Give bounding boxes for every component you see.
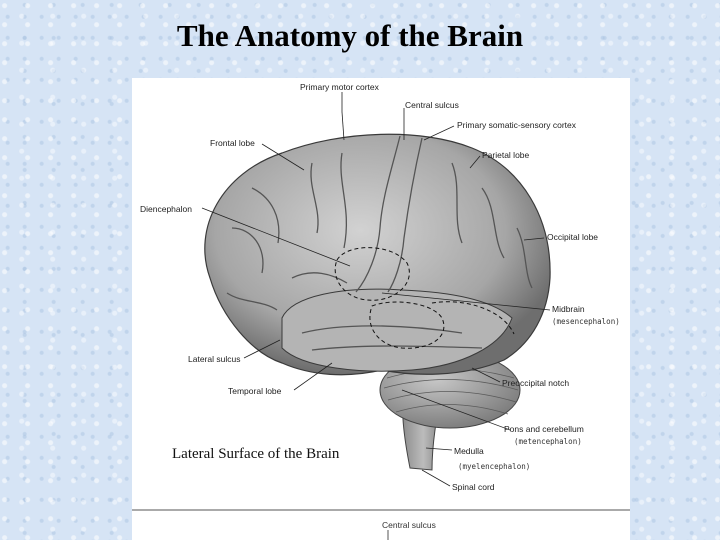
slide-title: The Anatomy of the Brain xyxy=(176,18,524,53)
label-lateral-sulcus: Lateral sulcus xyxy=(188,354,240,364)
temporal-lobe xyxy=(281,288,513,372)
label-medulla: Medulla xyxy=(454,446,484,456)
gyri-folds xyxy=(226,135,533,351)
figure-caption: Lateral Surface of the Brain xyxy=(172,446,340,463)
label-primary-somatic-sensory-cortex: Primary somatic-sensory cortex xyxy=(457,120,577,130)
label-spinal-cord: Spinal cord xyxy=(452,482,495,492)
label-preoccipital-notch: Preoccipital notch xyxy=(502,378,569,388)
label-central-sulcus: Central sulcus xyxy=(405,100,459,110)
deep-structure-outlines xyxy=(334,247,515,349)
leader-lines xyxy=(201,92,551,487)
brain-diagram: Primary motor cortex Central sulcus Prim… xyxy=(132,82,630,540)
label-occipital-lobe: Occipital lobe xyxy=(547,232,598,242)
label-temporal-lobe: Temporal lobe xyxy=(228,386,282,396)
label-frontal-lobe: Frontal lobe xyxy=(210,138,255,148)
label-primary-motor-cortex: Primary motor cortex xyxy=(300,82,380,92)
label-parietal-lobe: Parietal lobe xyxy=(482,150,530,160)
label-metencephalon: (metencephalon) xyxy=(514,437,582,446)
label-myelencephalon: (myelencephalon) xyxy=(458,462,530,471)
label-mesencephalon: (mesencephalon) xyxy=(552,317,620,326)
label-central-sulcus-lower: Central sulcus xyxy=(382,520,436,530)
label-pons-and-cerebellum: Pons and cerebellum xyxy=(504,424,584,434)
brain-figure: Primary motor cortex Central sulcus Prim… xyxy=(132,78,630,540)
label-midbrain: Midbrain xyxy=(552,304,585,314)
label-diencephalon: Diencephalon xyxy=(140,204,192,214)
